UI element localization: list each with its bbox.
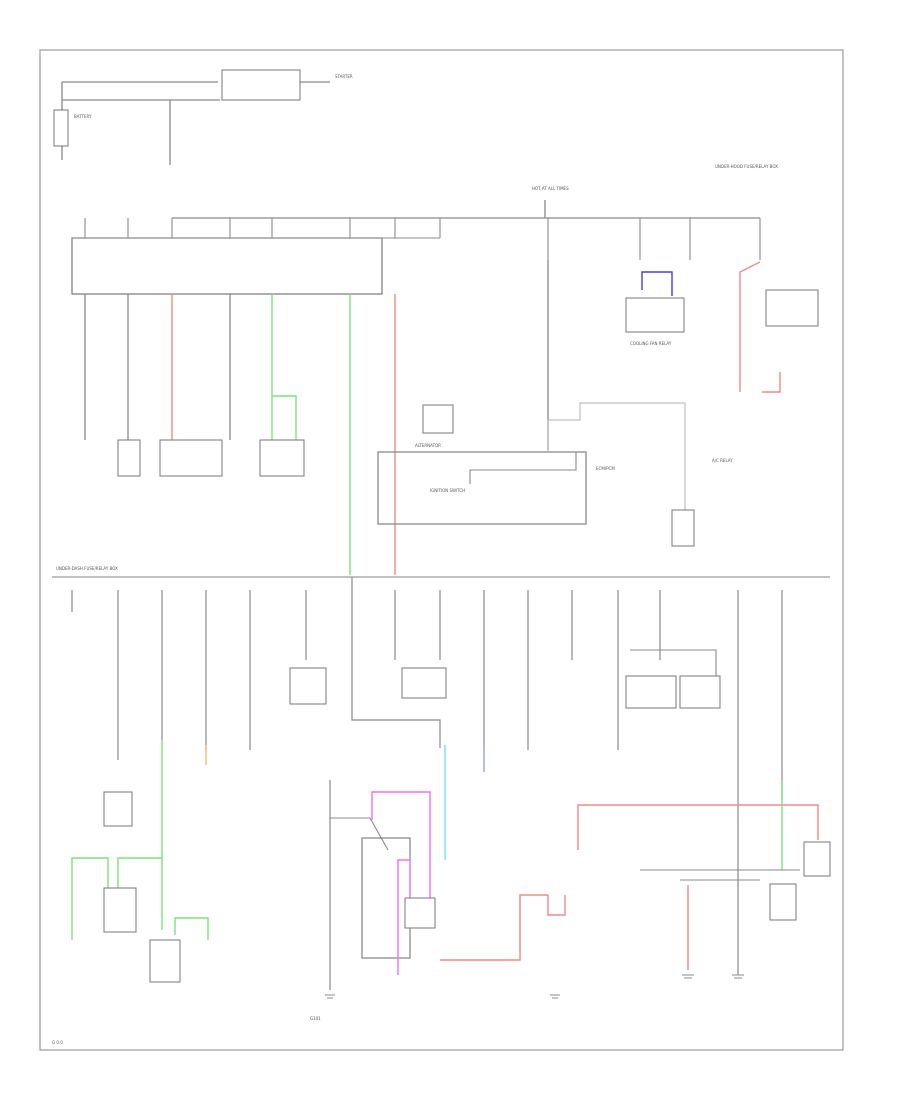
ground-label: G101 xyxy=(310,1016,321,1021)
red-wire-ac-relay xyxy=(739,261,761,392)
hot-at-all-times-label: HOT AT ALL TIMES xyxy=(532,186,569,191)
battery-label: BATTERY xyxy=(74,114,92,119)
cooling-fan-relay-label: COOLING FAN RELAY xyxy=(630,341,672,346)
magenta-wire xyxy=(371,791,431,900)
ac-relay-label: A/C RELAY xyxy=(712,458,733,463)
lower-component-1 xyxy=(103,791,133,827)
lower-component-3 xyxy=(149,939,181,983)
red-wire-ac-relay-b xyxy=(762,372,781,393)
relay-cluster-bus xyxy=(630,649,717,676)
center-switch-box xyxy=(361,837,411,959)
alternator-box xyxy=(422,404,454,434)
lower-relay-box-2 xyxy=(401,667,447,699)
fuse-panel-box xyxy=(71,237,383,295)
green-wire-left-b xyxy=(71,857,109,940)
center-switch-wire-b xyxy=(330,817,389,851)
lower-relay-box-3 xyxy=(625,675,677,709)
blue-wire-relay xyxy=(641,271,673,296)
red-wire-lower-b xyxy=(547,895,566,916)
red-wire-lower-a xyxy=(440,894,548,961)
ac-relay-box xyxy=(765,289,819,327)
page-ref-label: G 0.0 xyxy=(52,1040,63,1045)
lower-component-2 xyxy=(103,887,137,933)
red-wire-lower-c xyxy=(577,804,819,850)
diagram-frame xyxy=(39,49,844,1051)
magenta-wire-b xyxy=(397,859,411,975)
ecm-box xyxy=(671,509,695,547)
fuse-stubs xyxy=(84,218,761,260)
green-wire-left-d xyxy=(174,917,209,940)
fuse-legs-black xyxy=(84,260,549,450)
battery-symbol xyxy=(53,109,69,147)
ignition-switch-block xyxy=(377,451,587,525)
lower-relay-box-4 xyxy=(679,675,721,709)
ignition-switch-label: IGNITION SWITCH xyxy=(430,488,465,493)
component-box-3 xyxy=(259,439,305,477)
component-box-1 xyxy=(117,439,141,477)
center-relay-box xyxy=(404,897,436,929)
starter-label: STARTER xyxy=(335,74,353,79)
right-component-1 xyxy=(803,841,831,877)
junction-box-title: UNDER-HOOD FUSE/RELAY BOX xyxy=(715,164,778,169)
green-wire-fuse-5-branch xyxy=(272,395,297,440)
under-dash-fuse-box-label: UNDER-DASH FUSE/RELAY BOX xyxy=(56,566,118,571)
green-wire-left-c xyxy=(117,857,162,888)
ground-symbols xyxy=(325,974,744,999)
alternator-label: ALTERNATOR xyxy=(415,443,441,448)
lower-fuse-legs xyxy=(71,577,783,975)
lower-relay-box-1 xyxy=(289,667,327,705)
ignition-internal-wire xyxy=(469,452,577,484)
ecm-label: ECM/PCM xyxy=(596,466,615,471)
ecm-feed xyxy=(547,402,686,510)
starter-block xyxy=(221,69,301,101)
component-box-2 xyxy=(159,439,223,477)
right-component-2 xyxy=(769,883,797,921)
cooling-fan-relay-box xyxy=(625,297,685,333)
